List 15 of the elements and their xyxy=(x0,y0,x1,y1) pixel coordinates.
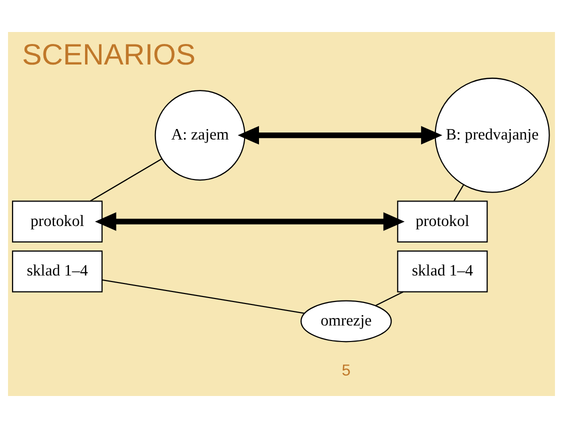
node-box: sklad 1–4 xyxy=(397,250,488,292)
arrow xyxy=(94,212,405,231)
connector xyxy=(375,291,404,306)
arrow xyxy=(238,126,442,145)
node-circle: B: predvajanje xyxy=(434,78,550,193)
diagram-title: SCENARIOS xyxy=(22,38,196,72)
node-box: protokol xyxy=(397,200,488,243)
node-circle: A: zajem xyxy=(154,90,246,181)
connector xyxy=(102,279,305,314)
label: 5 xyxy=(342,362,351,380)
connector xyxy=(90,158,162,202)
node-ellipse: omrezje xyxy=(300,300,392,342)
node-box: protokol xyxy=(12,200,103,243)
connector xyxy=(454,184,464,202)
node-box: sklad 1–4 xyxy=(12,250,103,292)
